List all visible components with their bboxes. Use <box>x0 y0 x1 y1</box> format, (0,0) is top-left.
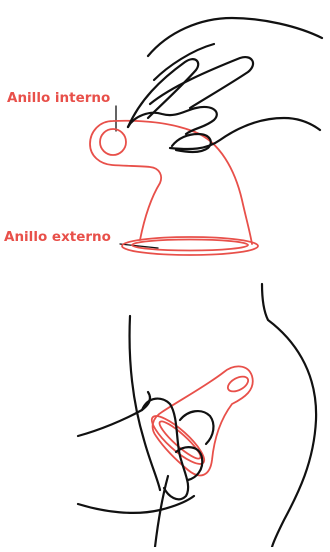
inner-ring <box>100 129 126 155</box>
top-figure <box>90 18 322 255</box>
hand-bottom-finger-2 <box>180 411 213 444</box>
outer-ring-inner-edge <box>132 240 248 251</box>
internal-condom <box>90 121 258 255</box>
outer-ring-label: Anillo externo <box>4 229 111 245</box>
inner-ring-label: Anillo interno <box>7 90 110 106</box>
hand-bottom <box>78 392 213 513</box>
inner-ring-inserted <box>225 374 250 395</box>
hand-top-outline <box>148 18 322 56</box>
condom-body-outline <box>90 121 252 244</box>
right-body-contour <box>262 284 316 547</box>
internal-condom-inserted <box>146 366 253 475</box>
hand-top <box>128 18 322 152</box>
bottom-figure <box>78 284 316 547</box>
hand-bottom-upper-arm <box>78 392 150 436</box>
left-body-contour <box>130 316 160 490</box>
